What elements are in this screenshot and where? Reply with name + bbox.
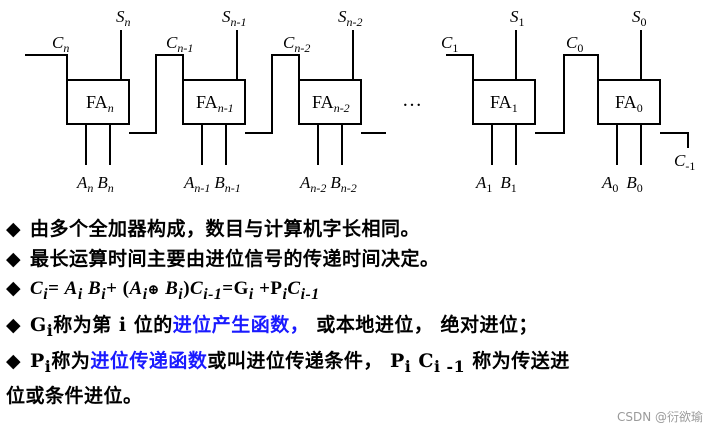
fa-box-n-1 xyxy=(182,79,246,125)
bullet-line-6: 位或条件进位。 xyxy=(6,385,143,408)
bullet-line-2: ◆最长运算时间主要由进位信号的传递时间决定。 xyxy=(6,248,440,270)
sum-label-n-2: Sn-2 xyxy=(338,7,363,29)
bullet-line-formula: ◆Ci= Ai Bi+ (Ai⊕ Bi)Ci-1=Gi +PiCi-1 xyxy=(6,278,320,303)
sum-label-1: S1 xyxy=(510,7,525,29)
fa-label-1: FA1 xyxy=(490,92,518,115)
carry-label-0: C0 xyxy=(566,33,583,55)
carry-label-1: C1 xyxy=(441,33,458,55)
fa-box-n-2 xyxy=(298,79,362,125)
ripple-carry-adder-diagram: FAn FAn-1 FAn-2 FA1 FA0 Cn Cn-1 Cn-2 C1 … xyxy=(25,7,695,195)
carry-label-n-1: Cn-1 xyxy=(166,33,193,55)
carry-label-n: Cn xyxy=(52,33,69,55)
sum-label-n-1: Sn-1 xyxy=(222,7,247,29)
bullet-text-block: ◆由多个全加器构成，数目与计算机字长相同。 ◆最长运算时间主要由进位信号的传递时… xyxy=(6,214,711,411)
fa-box-n xyxy=(66,79,130,125)
fa-box-1 xyxy=(472,79,536,125)
carry-in-label: C-1 xyxy=(674,151,695,173)
ellipsis: … xyxy=(402,89,422,111)
sum-label-n: Sn xyxy=(116,7,131,29)
bullet-line-4: ◆Gi称为第 i 位的进位产生函数， 或本地进位， 绝对进位； xyxy=(6,313,538,340)
carry-label-n-2: Cn-2 xyxy=(283,33,310,55)
bullet-line-5: ◆Pi称为进位传递函数或叫进位传递条件， Pi Ci -1 称为传送进 xyxy=(6,349,570,376)
fa-box-0 xyxy=(597,79,661,125)
bullet-line-1: ◆由多个全加器构成，数目与计算机字长相同。 xyxy=(6,218,421,240)
fa-label-n-1: FAn-1 xyxy=(196,92,234,115)
fa-label-n: FAn xyxy=(86,92,114,115)
fa-label-0: FA0 xyxy=(615,92,643,115)
sum-label-0: S0 xyxy=(632,7,647,29)
watermark: CSDN @衍欲瑜 xyxy=(616,410,703,424)
fa-label-n-2: FAn-2 xyxy=(312,92,350,115)
